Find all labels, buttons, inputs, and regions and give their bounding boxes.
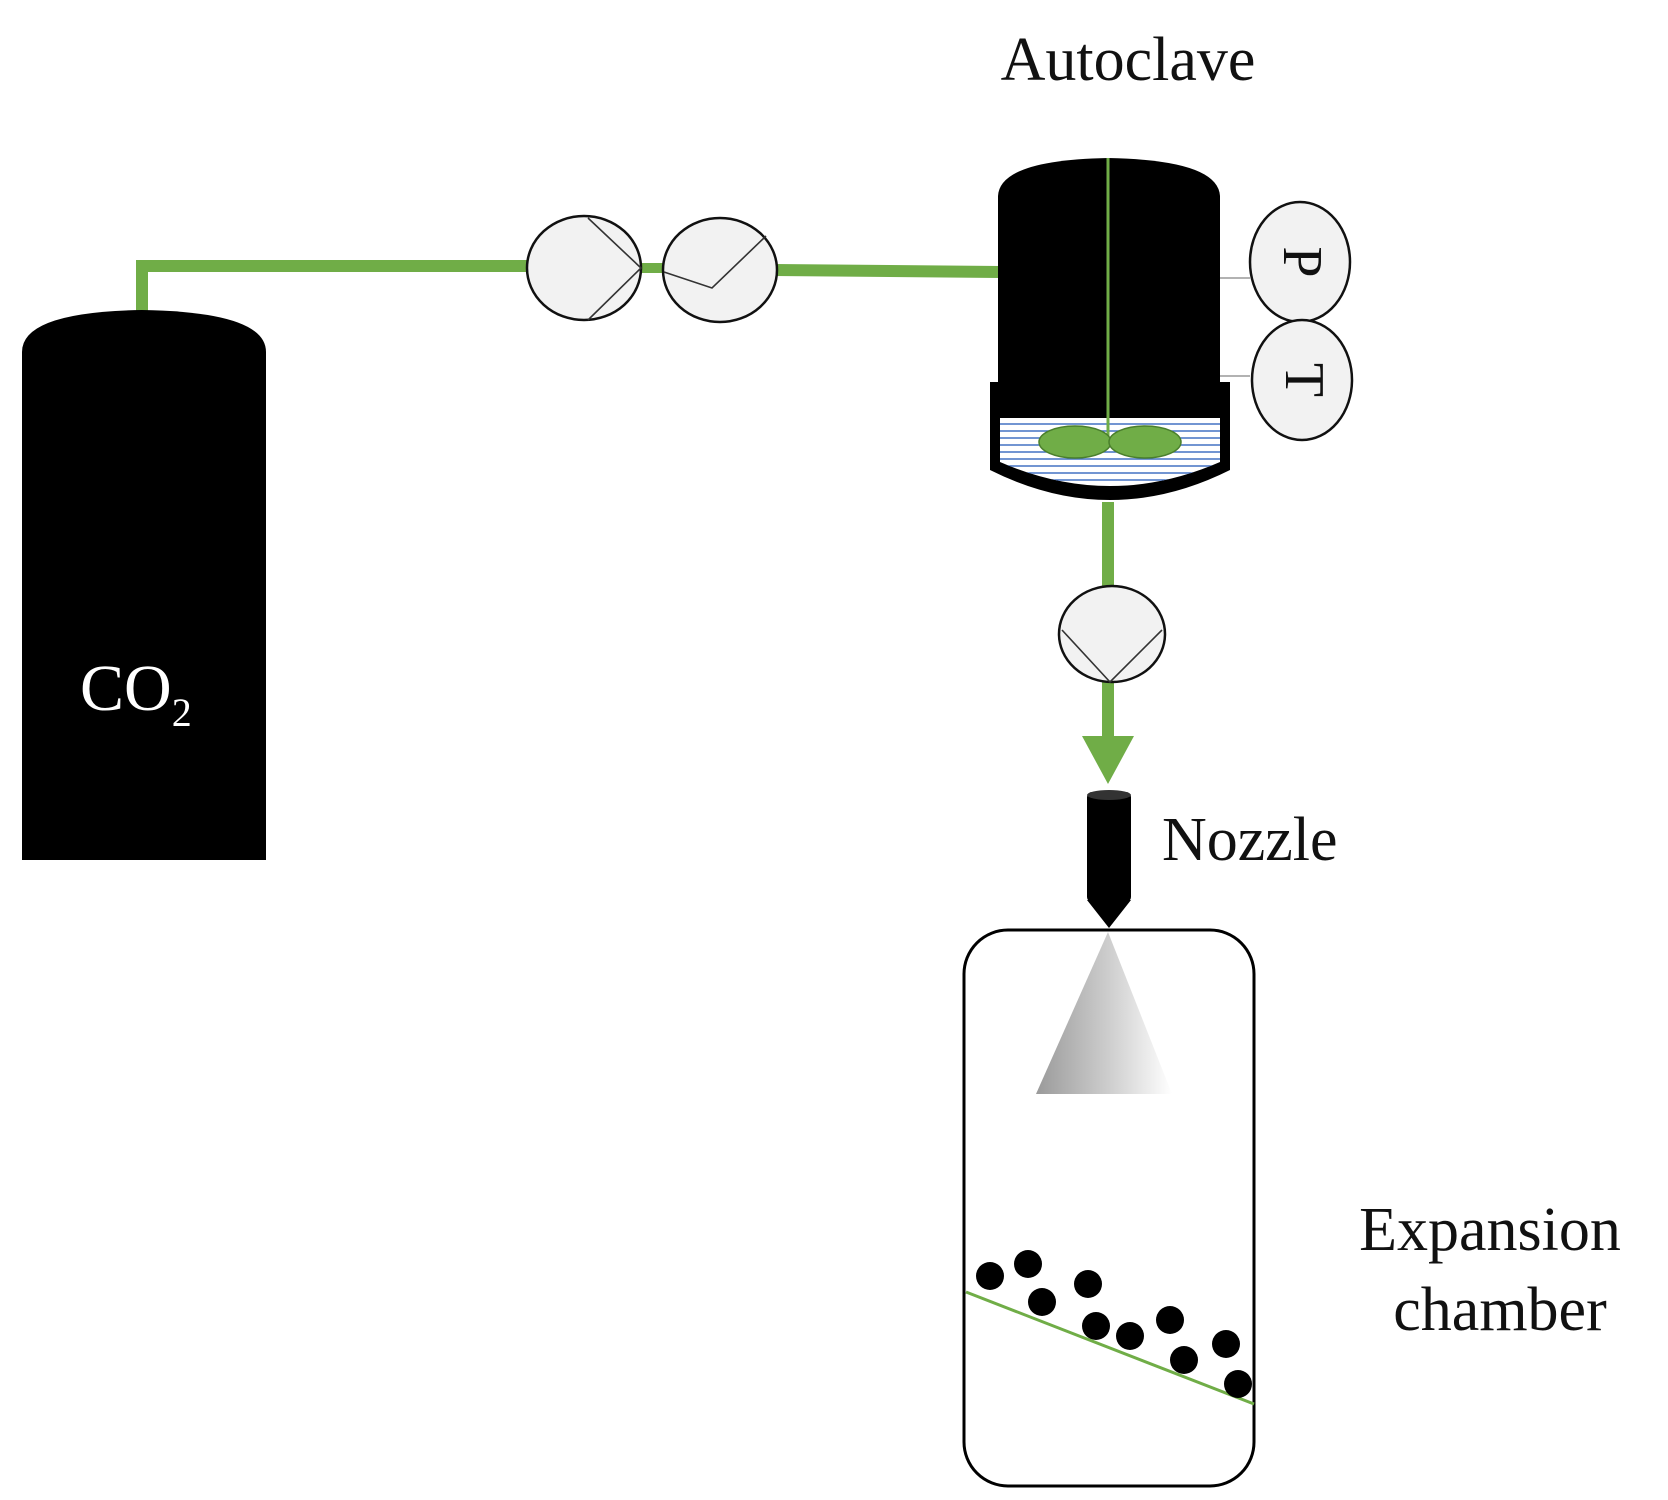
pipe-valves-to-autoclave [773, 264, 1001, 278]
co2-label: CO [80, 652, 172, 725]
svg-text:CO2: CO2 [80, 652, 192, 735]
temperature-label: T [1273, 363, 1335, 397]
autoclave-label: Autoclave [1001, 26, 1256, 94]
nozzle-label: Nozzle [1162, 806, 1338, 874]
collection-surface [965, 1290, 1255, 1406]
gas-cylinder-icon [22, 310, 266, 860]
particle [1014, 1250, 1042, 1278]
valve-2-symbol [663, 235, 767, 289]
particle [1082, 1312, 1110, 1340]
valve-3-symbol [1061, 629, 1163, 684]
particle [1170, 1346, 1198, 1374]
stirrer-blade-left [1038, 425, 1112, 459]
flow-arrow-head [1082, 736, 1134, 784]
valve-3[interactable] [1057, 584, 1167, 684]
nozzle [1087, 790, 1131, 928]
particle [1028, 1288, 1056, 1316]
temperature-gauge: T [1220, 318, 1354, 442]
particle [1074, 1270, 1102, 1298]
stirrer-blade-right [1108, 425, 1182, 459]
expansion-chamber-label-line1: Expansion [1359, 1196, 1621, 1264]
nozzle-top [1087, 790, 1131, 800]
valve-icon [661, 216, 779, 324]
valve-icon [525, 214, 643, 322]
particle [1116, 1322, 1144, 1350]
co2-cylinder: CO2 [22, 310, 266, 860]
particle [976, 1262, 1004, 1290]
pipe-cylinder-to-valves [136, 260, 528, 316]
particle [1224, 1370, 1252, 1398]
expansion-chamber-label-line2: chamber [1393, 1276, 1607, 1344]
pipe-network [136, 260, 1134, 784]
pressure-label: P [1271, 246, 1333, 277]
nozzle-tip [1087, 900, 1131, 928]
valve-icon [1057, 584, 1167, 684]
nozzle-icon [1087, 792, 1131, 902]
particles [976, 1250, 1252, 1398]
particle [1212, 1330, 1240, 1358]
valve-1-symbol [587, 217, 643, 321]
autoclave [990, 158, 1230, 500]
valve-2[interactable] [661, 216, 779, 324]
co2-subscript: 2 [172, 690, 192, 735]
valve-1[interactable] [525, 214, 643, 322]
particle [1156, 1306, 1184, 1334]
gauge-icon [1250, 318, 1354, 442]
expansion-chamber [962, 928, 1256, 1488]
spray-cone-icon [1036, 932, 1172, 1094]
pressure-gauge: P [1220, 200, 1352, 324]
